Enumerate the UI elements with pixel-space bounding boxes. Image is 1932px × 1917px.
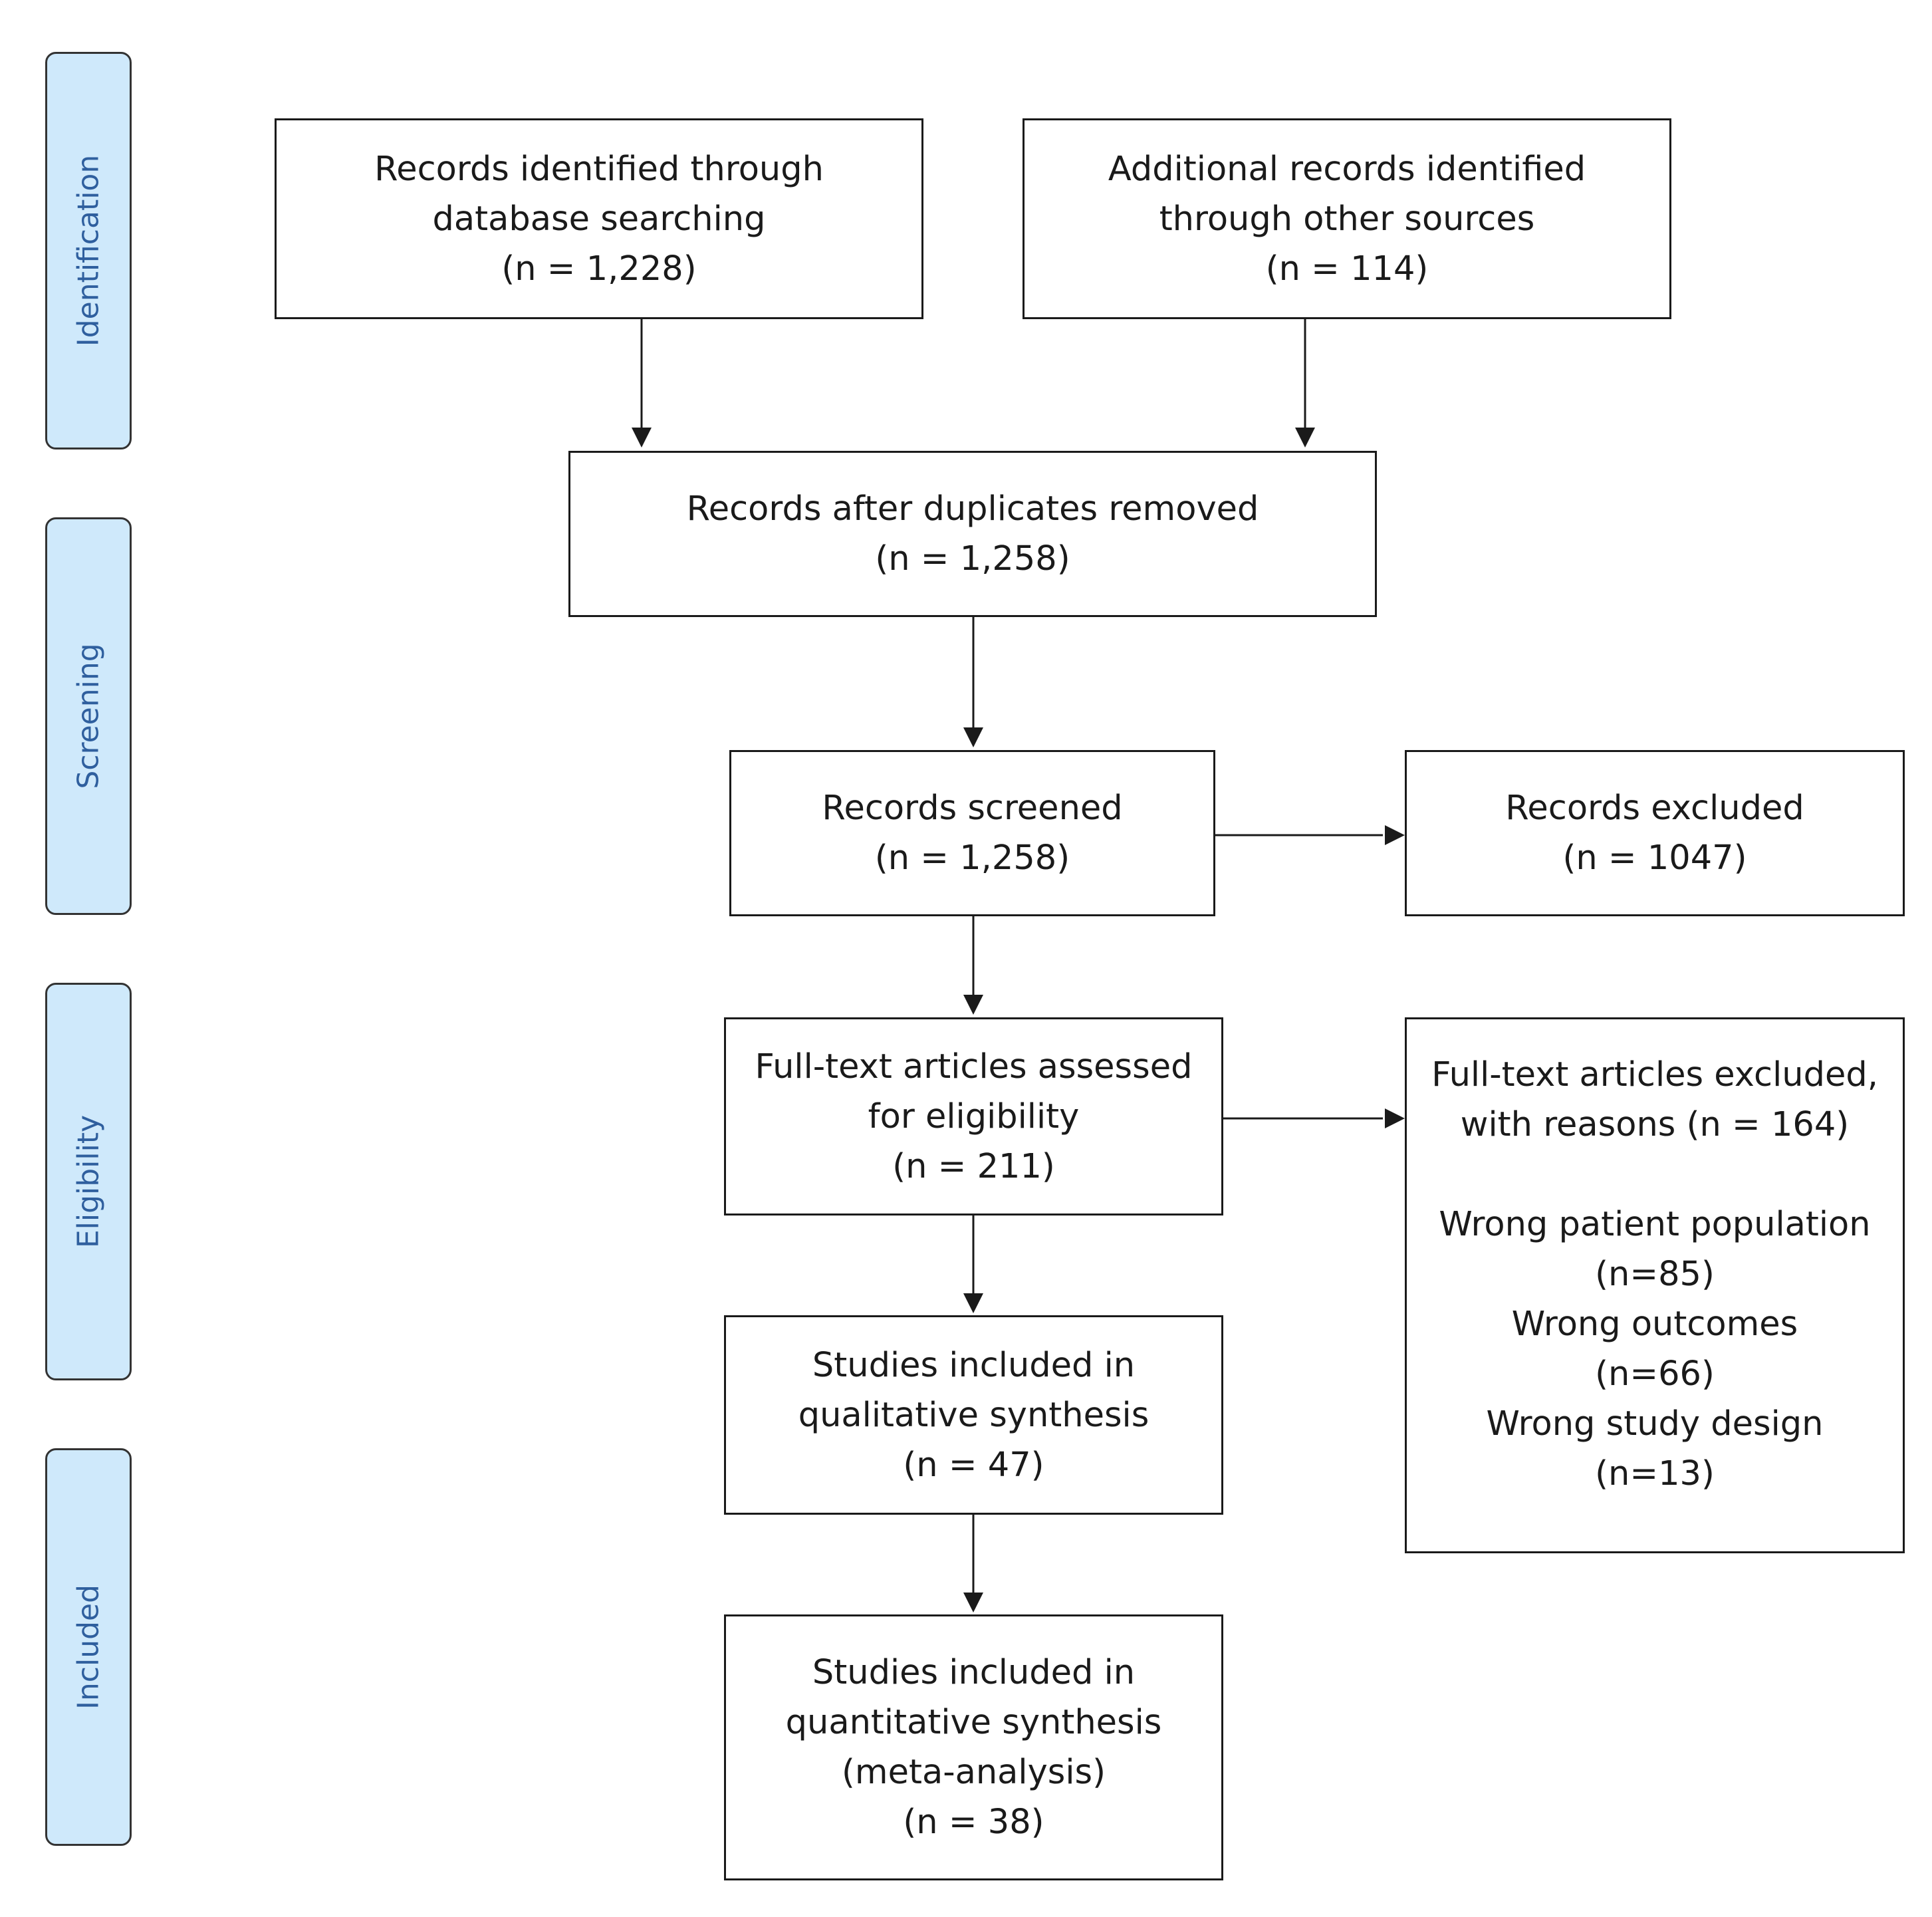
records-excluded-box: Records excluded (n = 1047)	[1405, 750, 1905, 916]
qualitative-count: (n = 47)	[903, 1445, 1044, 1485]
other-sources-line-1: Additional records identified	[1108, 149, 1586, 189]
phase-label-screening: Screening	[71, 643, 106, 789]
full-text-assessed-line-2: for eligibility	[868, 1096, 1080, 1136]
quantitative-line-1: Studies included in	[812, 1653, 1136, 1692]
phase-included: Included	[45, 1448, 132, 1846]
reason-wrong-study-design: Wrong study design	[1486, 1404, 1824, 1444]
reason-wrong-population: Wrong patient population	[1439, 1205, 1871, 1244]
other-sources-line-2: through other sources	[1159, 199, 1535, 239]
arrowhead-duplicates	[963, 727, 983, 747]
records-excluded-count: (n = 1047)	[1562, 838, 1747, 878]
records-screened-count: (n = 1,258)	[874, 838, 1070, 878]
arrowhead-other	[1295, 428, 1315, 447]
phase-label-identification: Identification	[71, 154, 106, 347]
reason-wrong-population-count: (n=85)	[1595, 1255, 1715, 1294]
records-screened-box: Records screened (n = 1,258)	[729, 750, 1215, 916]
full-text-excluded-box: Full-text articles excluded, with reason…	[1405, 1017, 1905, 1553]
after-duplicates-box: Records after duplicates removed (n = 1,…	[568, 451, 1377, 617]
phase-label-included: Included	[71, 1584, 106, 1710]
records-screened-line-1: Records screened	[822, 789, 1123, 828]
reason-wrong-outcomes-count: (n=66)	[1595, 1354, 1715, 1394]
phase-identification: Identification	[45, 52, 132, 449]
quantitative-line-3: (meta-analysis)	[842, 1753, 1106, 1792]
quantitative-synthesis-box: Studies included in quantitative synthes…	[724, 1614, 1223, 1880]
quantitative-line-2: quantitative synthesis	[785, 1703, 1162, 1742]
other-sources-box: Additional records identified through ot…	[1023, 118, 1671, 319]
qualitative-line-2: qualitative synthesis	[798, 1395, 1149, 1435]
reason-wrong-study-design-count: (n=13)	[1595, 1454, 1715, 1493]
database-search-count: (n = 1,228)	[501, 249, 697, 289]
reason-wrong-outcomes: Wrong outcomes	[1511, 1305, 1798, 1344]
full-text-assessed-line-1: Full-text articles assessed	[755, 1047, 1193, 1086]
full-text-assessed-box: Full-text articles assessed for eligibil…	[724, 1017, 1223, 1215]
database-search-box: Records identified through database sear…	[275, 118, 923, 319]
database-search-line-2: database searching	[432, 199, 766, 239]
phase-label-eligibility: Eligibility	[71, 1114, 106, 1249]
arrowhead-qualitative	[963, 1293, 983, 1313]
full-text-excluded-line-1: Full-text articles excluded,	[1431, 1055, 1878, 1094]
qualitative-line-1: Studies included in	[812, 1345, 1136, 1385]
arrowhead-screened-fulltext	[963, 995, 983, 1015]
after-duplicates-count: (n = 1,258)	[875, 539, 1070, 578]
other-sources-count: (n = 114)	[1265, 249, 1429, 289]
full-text-assessed-count: (n = 211)	[892, 1146, 1055, 1186]
records-excluded-line-1: Records excluded	[1505, 789, 1804, 828]
phase-eligibility: Eligibility	[45, 983, 132, 1380]
qualitative-synthesis-box: Studies included in qualitative synthesi…	[724, 1315, 1223, 1515]
arrowhead-fulltext-excluded	[1385, 1108, 1405, 1128]
phase-screening: Screening	[45, 517, 132, 915]
full-text-excluded-line-2: with reasons (n = 164)	[1460, 1105, 1850, 1144]
arrowhead-database	[632, 428, 652, 447]
arrowhead-screened-excluded	[1385, 825, 1405, 845]
database-search-line-1: Records identified through	[374, 149, 824, 189]
quantitative-count: (n = 38)	[903, 1803, 1044, 1842]
after-duplicates-line-1: Records after duplicates removed	[686, 489, 1259, 529]
arrowhead-quantitative	[963, 1593, 983, 1612]
